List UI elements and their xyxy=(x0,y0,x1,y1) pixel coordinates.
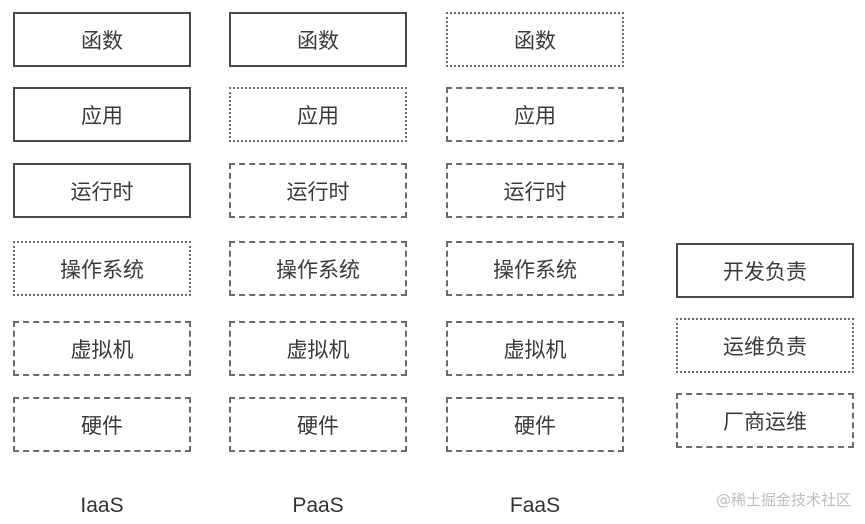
layer-runtime: 运行时 xyxy=(13,163,191,218)
layer-hardware: 硬件 xyxy=(229,397,407,452)
layer-hardware: 硬件 xyxy=(446,397,624,452)
layer-os: 操作系统 xyxy=(229,241,407,296)
layer-function: 函数 xyxy=(229,12,407,67)
layer-hardware: 硬件 xyxy=(13,397,191,452)
layer-application: 应用 xyxy=(229,87,407,142)
legend-vendor-ops: 厂商运维 xyxy=(676,393,854,448)
layer-vm: 虚拟机 xyxy=(229,321,407,376)
legend-ops-responsible: 运维负责 xyxy=(676,318,854,373)
legend-developer-responsible: 开发负责 xyxy=(676,243,854,298)
layer-function: 函数 xyxy=(13,12,191,67)
layer-vm: 虚拟机 xyxy=(446,321,624,376)
layer-function: 函数 xyxy=(446,12,624,67)
layer-application: 应用 xyxy=(446,87,624,142)
layer-runtime: 运行时 xyxy=(229,163,407,218)
layer-application: 应用 xyxy=(13,87,191,142)
column-label-iaas: IaaS xyxy=(80,494,124,517)
column-label-paas: PaaS xyxy=(292,494,344,517)
layer-vm: 虚拟机 xyxy=(13,321,191,376)
layer-runtime: 运行时 xyxy=(446,163,624,218)
watermark: @稀土掘金技术社区 xyxy=(715,491,851,509)
layer-os: 操作系统 xyxy=(446,241,624,296)
layer-os: 操作系统 xyxy=(13,241,191,296)
column-label-faas: FaaS xyxy=(509,494,561,517)
